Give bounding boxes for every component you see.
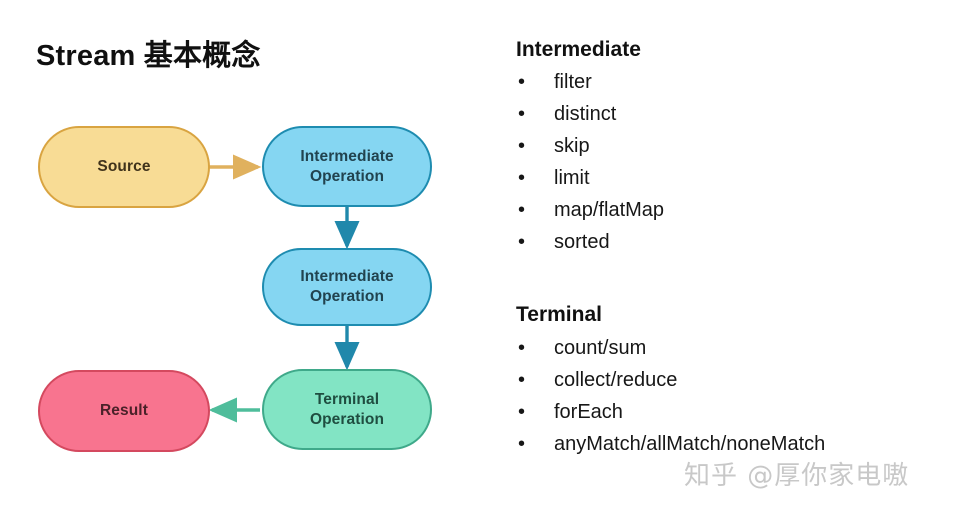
intermediate-operation-item-label: distinct bbox=[554, 103, 617, 126]
terminal-operations-block: Terminal • count/sum • collect/reduce • forEa… bbox=[516, 301, 946, 459]
bullet-dot-icon: • bbox=[518, 167, 526, 190]
terminal-operation-item: • forEach bbox=[516, 396, 946, 428]
terminal-operations-list: • count/sum • collect/reduce • forEach • anyMat… bbox=[516, 332, 946, 460]
intermediate-operation-item: • skip bbox=[516, 130, 946, 162]
node-terminal-operation[interactable]: Terminal Operation bbox=[262, 369, 432, 450]
intermediate-operation-item: • distinct bbox=[516, 98, 946, 130]
intermediate-operation-item-label: sorted bbox=[554, 231, 610, 254]
intermediate-operation-item: • map/flatMap bbox=[516, 194, 946, 226]
bullet-dot-icon: • bbox=[518, 368, 526, 391]
node-intermediate-operation-1-label: Intermediate Operation bbox=[300, 147, 393, 187]
bullet-dot-icon: • bbox=[518, 432, 526, 455]
bullet-dot-icon: • bbox=[518, 231, 526, 254]
node-result-label: Result bbox=[100, 402, 148, 420]
terminal-operation-item-label: collect/reduce bbox=[554, 368, 678, 391]
intermediate-operation-item: • limit bbox=[516, 162, 946, 194]
bullet-dot-icon: • bbox=[518, 400, 526, 423]
node-label-line-2: Operation bbox=[309, 410, 385, 428]
bullet-dot-icon: • bbox=[518, 336, 526, 359]
node-intermediate-operation-1[interactable]: Intermediate Operation bbox=[262, 126, 432, 207]
intermediate-heading: Intermediate bbox=[516, 38, 641, 61]
terminal-operation-item-label: count/sum bbox=[554, 336, 647, 359]
terminal-operation-item: • collect/reduce bbox=[516, 364, 946, 396]
node-result[interactable]: Result bbox=[38, 370, 210, 452]
node-intermediate-operation-2-label: Intermediate Operation bbox=[300, 267, 393, 307]
page-title: Stream 基本概念 bbox=[36, 40, 261, 72]
watermark: 知乎 @厚你家电嗷 bbox=[684, 461, 910, 491]
node-label-line-1: Terminal bbox=[314, 390, 380, 408]
terminal-operation-item: • count/sum bbox=[516, 332, 946, 364]
node-label-line-1: Intermediate bbox=[300, 268, 394, 286]
node-source-label: Source bbox=[97, 158, 151, 176]
bullet-dot-icon: • bbox=[518, 103, 526, 126]
intermediate-operations-block: Intermediate • filter • distinct • skip • limit… bbox=[516, 36, 946, 258]
operations-reference: Intermediate • filter • distinct • skip • limit… bbox=[516, 36, 946, 460]
stream-flow-diagram: Source Intermediate Operation Intermedia… bbox=[38, 126, 432, 452]
node-intermediate-operation-2[interactable]: Intermediate Operation bbox=[262, 248, 432, 326]
bullet-dot-icon: • bbox=[518, 71, 526, 94]
terminal-operation-item: • anyMatch/allMatch/noneMatch bbox=[516, 428, 946, 460]
bullet-dot-icon: • bbox=[518, 135, 526, 158]
terminal-heading: Terminal bbox=[516, 303, 602, 327]
intermediate-operation-item-label: map/flatMap bbox=[554, 199, 665, 222]
node-source[interactable]: Source bbox=[38, 126, 210, 208]
node-label-line-2: Operation bbox=[309, 167, 385, 185]
terminal-operation-item-label: forEach bbox=[554, 400, 623, 423]
node-label-line-2: Operation bbox=[309, 288, 385, 305]
node-label-line-1: Intermediate bbox=[300, 147, 394, 165]
bullet-dot-icon: • bbox=[518, 199, 526, 222]
intermediate-operation-item-label: filter bbox=[554, 71, 592, 94]
intermediate-operation-item: • filter bbox=[516, 66, 946, 98]
node-terminal-operation-label: Terminal Operation bbox=[310, 390, 384, 430]
intermediate-operation-item-label: skip bbox=[554, 135, 590, 158]
intermediate-operations-list: •filter•distinct•skip•limit•map/flatMap•… bbox=[516, 66, 946, 258]
intermediate-operation-item: • sorted bbox=[516, 226, 946, 258]
intermediate-operation-item-label: limit bbox=[554, 167, 590, 190]
terminal-operation-item-label: anyMatch/allMatch/noneMatch bbox=[554, 432, 826, 455]
